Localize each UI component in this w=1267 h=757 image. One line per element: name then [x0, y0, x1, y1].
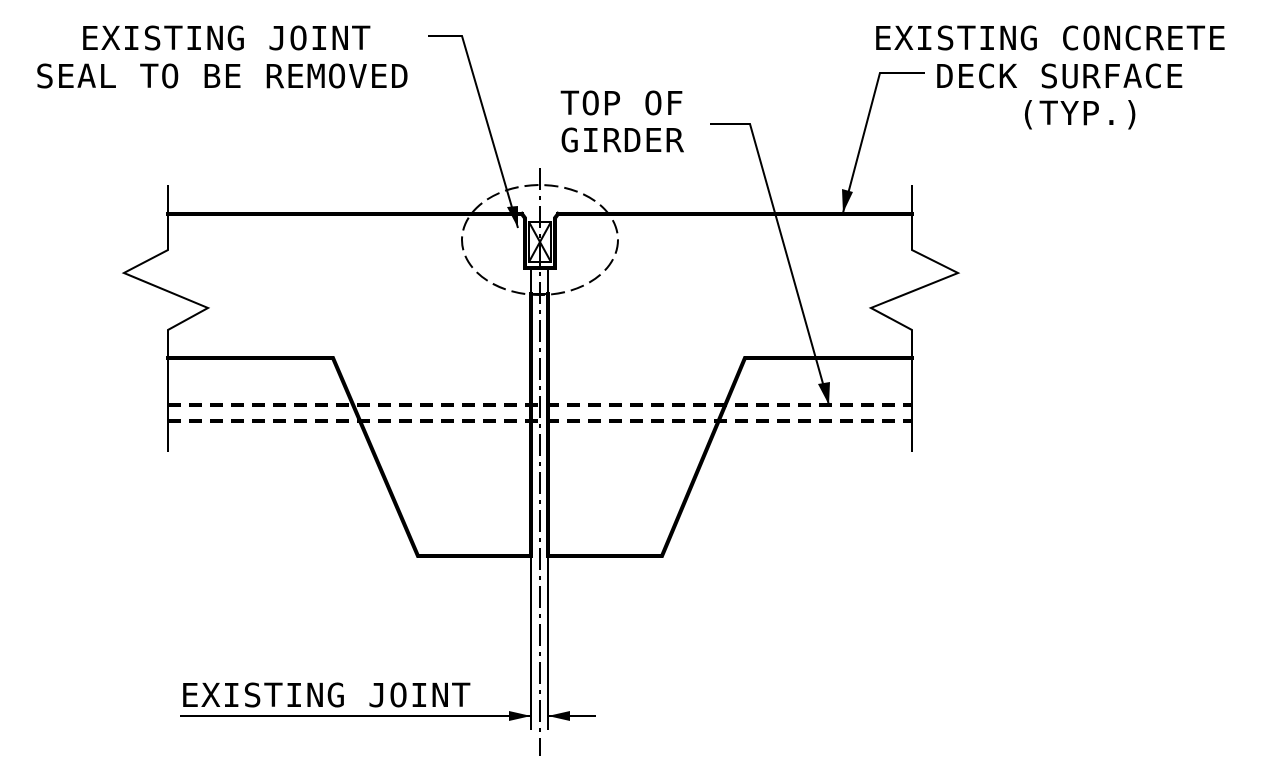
- joint-seal-cross-b: [528, 221, 552, 263]
- label-deck-line2: DECK SURFACE: [935, 57, 1185, 96]
- break-line-left: [121, 185, 211, 452]
- label-girder-line1: TOP OF: [560, 84, 685, 123]
- arrowhead-joint-seal: [507, 206, 518, 228]
- arrowhead-top-of-girder: [818, 382, 830, 405]
- break-line-right: [868, 185, 961, 452]
- arrowhead-deck-surface: [842, 189, 853, 213]
- label-girder-line2: GIRDER: [560, 121, 685, 160]
- dimension-arrow-left: [509, 711, 531, 721]
- girder-right-outline: [546, 356, 914, 558]
- leader-top-of-girder: [710, 123, 830, 406]
- girder-left-outline: [166, 356, 533, 558]
- leader-deck-surface: [842, 72, 925, 214]
- dimension-arrow-right: [548, 711, 570, 721]
- label-deck-line3: (TYP.): [1018, 94, 1143, 133]
- label-existing-joint-dimension: EXISTING JOINT: [180, 676, 472, 715]
- leader-joint-seal: [428, 35, 519, 229]
- label-joint-seal-line2: SEAL TO BE REMOVED: [35, 57, 411, 96]
- label-joint-seal-line1: EXISTING JOINT: [80, 19, 372, 58]
- seal-recess-outline: [519, 211, 561, 270]
- label-deck-line1: EXISTING CONCRETE: [873, 19, 1228, 58]
